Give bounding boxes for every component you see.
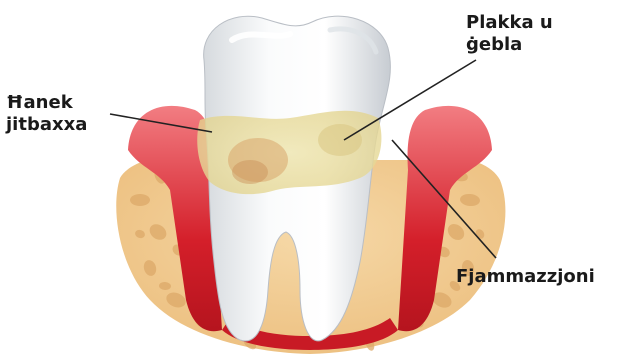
label-plaque-tartar-line2: ġebla [466,34,553,56]
label-plaque-tartar-line1: Plakka u [466,12,553,34]
label-receding-gums-line1: Ħanek [6,92,87,114]
label-inflammation: Fjammazzjoni [456,266,595,288]
label-receding-gums-line2: jitbaxxa [6,114,87,136]
label-receding-gums: Ħanek jitbaxxa [6,92,87,136]
bone-pore [130,194,150,206]
label-plaque-tartar: Plakka u ġebla [466,12,553,56]
